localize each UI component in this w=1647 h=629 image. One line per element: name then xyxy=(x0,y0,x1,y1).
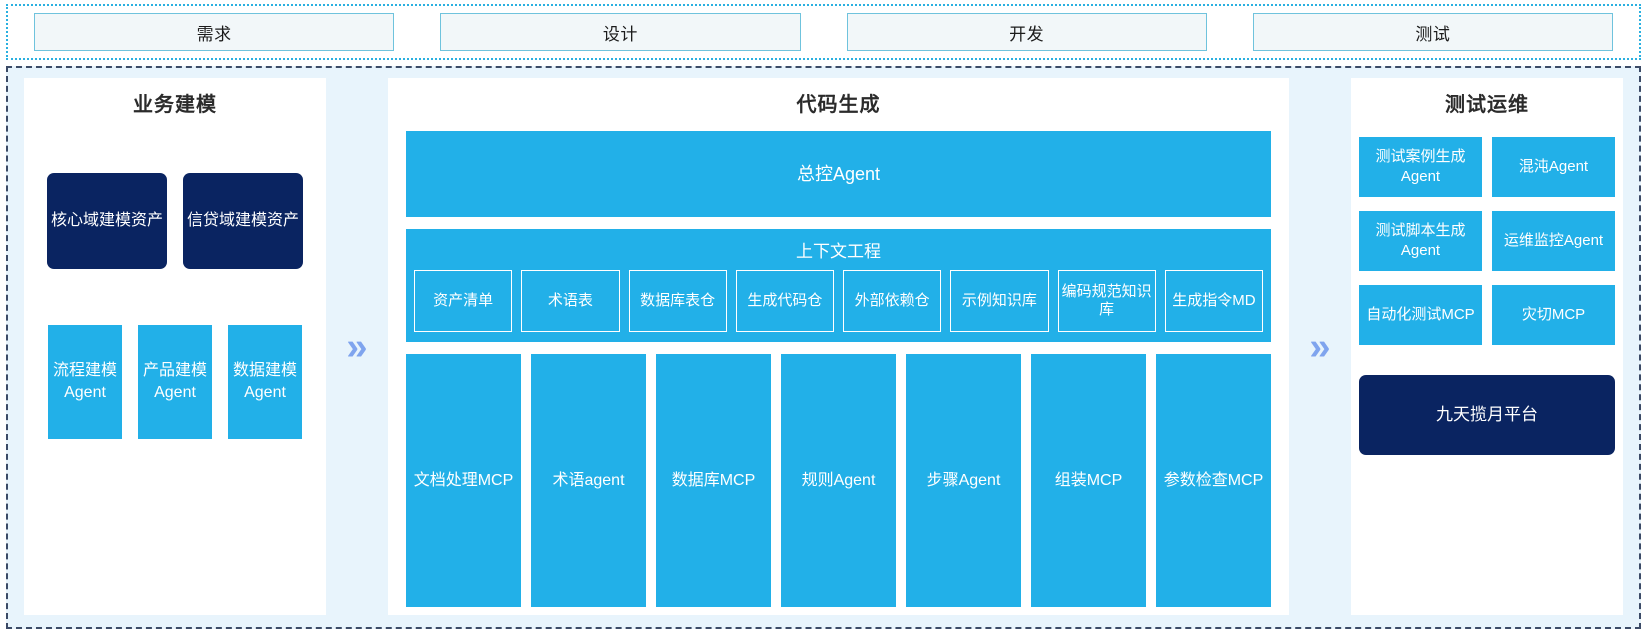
node-label: 流程建模Agent xyxy=(52,362,117,401)
chevron-right-icon-1: » xyxy=(326,78,388,615)
asset-credit-domain[interactable]: 信贷域建模资产 xyxy=(183,173,303,269)
tool-parameter-check-mcp[interactable]: 参数检查MCP xyxy=(1156,354,1271,607)
node-label: 生成代码仓 xyxy=(747,292,823,310)
node-label: 生成指令MD xyxy=(1172,292,1256,310)
node-label: 数据库表仓 xyxy=(640,292,716,310)
context-item-example-knowledge-base[interactable]: 示例知识库 xyxy=(950,270,1049,332)
chevron-glyph: » xyxy=(346,325,368,368)
context-items-row: 资产清单 术语表 数据库表仓 生成代码仓 外部依赖仓 xyxy=(414,270,1263,332)
panel-title-code-generation: 代码生成 xyxy=(796,94,881,116)
code-generation-stack: 总控Agent 上下文工程 资产清单 术语表 数据库表仓 xyxy=(406,131,1271,607)
panel-title-business-modeling: 业务建模 xyxy=(133,94,217,116)
node-label: 总控Agent xyxy=(796,163,881,184)
test-ops-grid: 测试案例生成Agent 混沌Agent 测试脚本生成Agent 运维监控Agen… xyxy=(1359,137,1615,345)
node-label: 运维监控Agent xyxy=(1503,231,1604,249)
node-label: 灾切MCP xyxy=(1521,305,1586,323)
node-label: 术语agent xyxy=(552,471,625,489)
context-item-glossary[interactable]: 术语表 xyxy=(521,270,620,332)
node-label: 测试脚本生成Agent xyxy=(1375,221,1466,259)
tool-step-agent[interactable]: 步骤Agent xyxy=(906,354,1021,607)
tool-assembly-mcp[interactable]: 组装MCP xyxy=(1031,354,1146,607)
node-test-case-generation-agent[interactable]: 测试案例生成Agent xyxy=(1359,137,1482,197)
phase-label: 设计 xyxy=(602,24,638,44)
context-engineering-block: 上下文工程 资产清单 术语表 数据库表仓 生成代码仓 xyxy=(406,229,1271,342)
phase-box-design[interactable]: 设计 xyxy=(440,13,801,51)
phase-label: 开发 xyxy=(1009,24,1045,44)
context-item-db-table-repo[interactable]: 数据库表仓 xyxy=(628,270,727,332)
node-label: 数据建模Agent xyxy=(232,362,297,401)
node-automated-test-mcp[interactable]: 自动化测试MCP xyxy=(1359,285,1482,345)
node-disaster-switch-mcp[interactable]: 灾切MCP xyxy=(1492,285,1615,345)
business-assets-row: 核心域建模资产 信贷域建模资产 xyxy=(32,173,318,269)
node-chaos-agent[interactable]: 混沌Agent xyxy=(1492,137,1615,197)
node-label: 信贷域建模资产 xyxy=(187,211,300,229)
context-item-generated-code-repo[interactable]: 生成代码仓 xyxy=(735,270,834,332)
node-label: 参数检查MCP xyxy=(1163,471,1264,489)
node-master-agent[interactable]: 总控Agent xyxy=(406,131,1271,217)
phase-box-testing[interactable]: 测试 xyxy=(1252,13,1613,51)
tool-rule-agent[interactable]: 规则Agent xyxy=(781,354,896,607)
node-label: 测试案例生成Agent xyxy=(1375,147,1466,185)
tool-document-processing-mcp[interactable]: 文档处理MCP xyxy=(406,354,521,607)
node-label: 规则Agent xyxy=(801,471,876,489)
tool-database-mcp[interactable]: 数据库MCP xyxy=(656,354,771,607)
node-test-script-generation-agent[interactable]: 测试脚本生成Agent xyxy=(1359,211,1482,271)
context-item-external-dependency-repo[interactable]: 外部依赖仓 xyxy=(843,270,942,332)
context-item-coding-standard-knowledge-base[interactable]: 编码规范知识库 xyxy=(1057,270,1156,332)
chevron-glyph: » xyxy=(1309,325,1331,368)
context-item-asset-inventory[interactable]: 资产清单 xyxy=(414,270,513,332)
node-label: 自动化测试MCP xyxy=(1366,305,1475,323)
chevron-right-icon-2: » xyxy=(1289,78,1351,615)
node-jiutian-lanyue-platform[interactable]: 九天揽月平台 xyxy=(1359,375,1615,455)
node-label: 核心域建模资产 xyxy=(51,211,164,229)
node-label: 文档处理MCP xyxy=(413,471,514,489)
phase-label: 测试 xyxy=(1415,24,1451,44)
agent-product-modeling[interactable]: 产品建模Agent xyxy=(138,325,212,439)
phase-box-requirements[interactable]: 需求 xyxy=(34,13,395,51)
panel-test-ops: 测试运维 测试案例生成Agent 混沌Agent 测试脚本生成Agent 运维监… xyxy=(1351,78,1623,615)
asset-core-domain[interactable]: 核心域建模资产 xyxy=(47,173,167,269)
node-label: 编码规范知识库 xyxy=(1061,283,1152,318)
phase-strip: 需求 设计 开发 测试 xyxy=(6,4,1641,60)
phase-label: 需求 xyxy=(196,24,232,44)
node-label: 术语表 xyxy=(547,292,593,310)
panel-business-modeling: 业务建模 核心域建模资产 信贷域建模资产 流程建模Agent 产品建模Agent… xyxy=(24,78,326,615)
agent-data-modeling[interactable]: 数据建模Agent xyxy=(228,325,302,439)
panel-code-generation: 代码生成 总控Agent 上下文工程 资产清单 术语表 xyxy=(388,78,1289,615)
panel-title-test-ops: 测试运维 xyxy=(1445,94,1529,116)
main-architecture-area: 业务建模 核心域建模资产 信贷域建模资产 流程建模Agent 产品建模Agent… xyxy=(6,66,1641,629)
node-label: 九天揽月平台 xyxy=(1436,404,1538,424)
node-label: 数据库MCP xyxy=(671,471,756,489)
phase-box-development[interactable]: 开发 xyxy=(846,13,1207,51)
node-label: 示例知识库 xyxy=(961,292,1037,310)
node-label: 步骤Agent xyxy=(926,471,1001,489)
node-label: 资产清单 xyxy=(433,292,494,310)
node-label: 外部依赖仓 xyxy=(854,292,930,310)
business-agents-row: 流程建模Agent 产品建模Agent 数据建模Agent xyxy=(32,325,318,439)
context-engineering-title: 上下文工程 xyxy=(796,242,881,261)
tool-glossary-agent[interactable]: 术语agent xyxy=(531,354,646,607)
node-label: 组装MCP xyxy=(1054,471,1123,489)
code-generation-tools-row: 文档处理MCP 术语agent 数据库MCP 规则Agent 步骤Agent xyxy=(406,354,1271,607)
node-label: 产品建模Agent xyxy=(142,362,207,401)
agent-process-modeling[interactable]: 流程建模Agent xyxy=(48,325,122,439)
context-item-generation-instruction-md[interactable]: 生成指令MD xyxy=(1164,270,1263,332)
node-ops-monitoring-agent[interactable]: 运维监控Agent xyxy=(1492,211,1615,271)
node-label: 混沌Agent xyxy=(1518,157,1589,175)
